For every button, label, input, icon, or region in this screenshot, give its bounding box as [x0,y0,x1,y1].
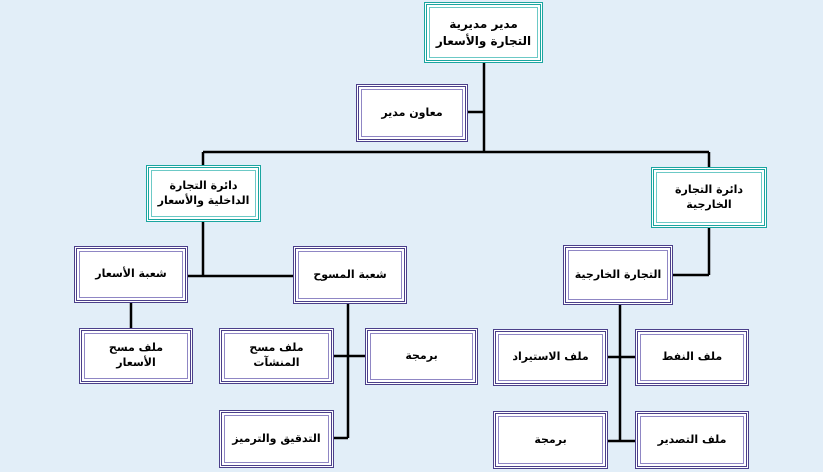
oil-file-label: ملف النفط [661,350,723,364]
audit-coding-node: التدقيق والترميز [219,410,334,468]
export-file-node: ملف التصدير [635,411,749,469]
internal-dept-node: دائرة التجارة الداخلية والأسعار [146,165,261,222]
foreign-trade-node: التجارة الخارجية [563,245,673,305]
oil-file-node: ملف النفط [635,329,749,386]
internal-dept-label: دائرة التجارة الداخلية والأسعار [157,178,250,207]
price-survey-file-label: ملف مسح الأسعار [108,341,164,369]
assistant-node: معاون مدير [356,84,468,142]
foreign-dept-label: دائرة التجارة الخارجية [675,182,743,211]
programming-foreign-label: برمجة [534,432,567,446]
foreign-dept-node: دائرة التجارة الخارجية [651,167,767,228]
prices-division-label: شعبة الأسعار [95,267,167,281]
prices-division-node: شعبة الأسعار [74,246,188,303]
programming-foreign-node: برمجة [493,411,608,469]
surveys-division-node: شعبة المسوح [293,246,407,304]
price-survey-file-node: ملف مسح الأسعار [79,328,193,384]
audit-coding-label: التدقيق والترميز [232,431,321,445]
export-file-label: ملف التصدير [657,432,727,446]
foreign-trade-label: التجارة الخارجية [574,267,662,281]
surveys-division-label: شعبة المسوح [313,267,387,281]
facility-survey-file-node: ملف مسح المنشآت [219,328,334,384]
facility-survey-file-label: ملف مسح المنشآت [249,341,304,369]
programming-internal-node: برمجة [365,328,478,385]
import-file-label: ملف الاستيراد [512,350,589,364]
assistant-label: معاون مدير [381,105,443,119]
programming-internal-label: برمجة [405,349,438,363]
import-file-node: ملف الاستيراد [493,329,608,386]
root-node: مدير مديرية التجارة والأسعار [424,2,543,63]
root-label: مدير مديرية التجارة والأسعار [435,17,532,48]
